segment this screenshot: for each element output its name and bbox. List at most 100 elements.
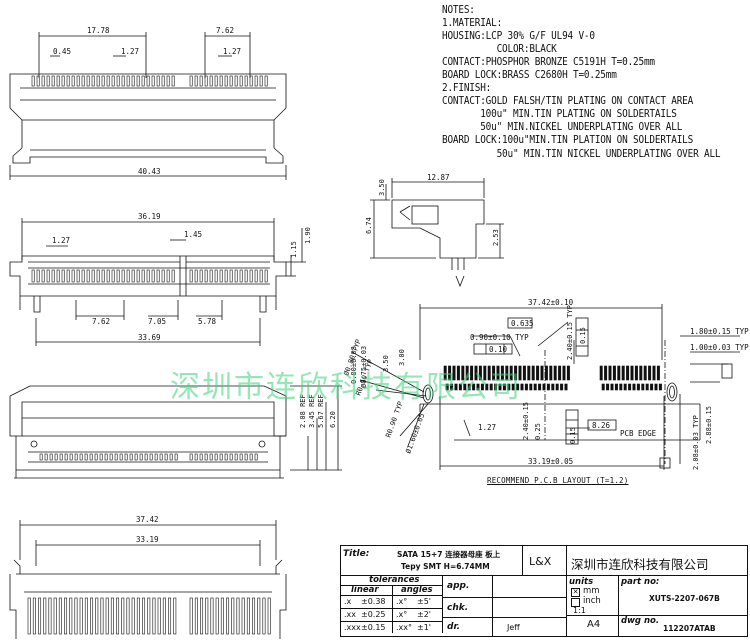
pcb-pad-small xyxy=(480,383,484,391)
pcb-pad xyxy=(558,365,562,381)
pcb-pad xyxy=(487,365,491,381)
bottom-contact xyxy=(116,597,120,635)
dim-5-67-ref: 5.67 REF xyxy=(317,394,325,428)
pcb-pad-small xyxy=(654,383,658,391)
top-contact xyxy=(46,75,50,87)
bottom-contact xyxy=(194,597,198,635)
dim-1-15: 1.15 xyxy=(290,241,298,258)
top-contact xyxy=(136,75,140,87)
pcb-edge-label: PCB EDGE xyxy=(620,429,657,438)
top-contact xyxy=(224,75,228,87)
side-contact xyxy=(94,453,98,461)
bottom-contact xyxy=(90,597,94,635)
dim-1-90: 1.90 xyxy=(304,227,312,244)
title-label: Title: xyxy=(343,549,370,559)
unit-inch-label: inch xyxy=(583,596,601,606)
front-contact xyxy=(161,269,165,283)
dim-36-19: 36.19 xyxy=(138,212,161,221)
dim-r0-90: R0.90 TYP xyxy=(384,400,404,438)
pcb-pad-small xyxy=(538,383,542,391)
top-contact xyxy=(31,75,35,87)
top-contact xyxy=(249,75,253,87)
side-contact xyxy=(219,453,223,461)
top-contact xyxy=(156,75,160,87)
top-contact xyxy=(239,75,243,87)
drawing-number: 112207ATAB xyxy=(663,624,716,633)
dim-40-43: 40.43 xyxy=(138,167,161,176)
front-contact xyxy=(219,269,223,283)
pcb-pad xyxy=(522,365,526,381)
front-contact xyxy=(224,269,228,283)
top-contact xyxy=(194,75,198,87)
dim-33-19: 33.19 xyxy=(136,535,159,544)
dim-0-10: 0.10 xyxy=(489,345,508,354)
dim-1-27-b: 1.27 xyxy=(223,47,241,56)
front-contact xyxy=(171,269,175,283)
pcb-pad xyxy=(617,365,621,381)
side-contact xyxy=(99,453,103,461)
top-contact xyxy=(141,75,145,87)
tol-angle-row: .xx° ±1' xyxy=(393,622,443,633)
note-line: CONTACT:GOLD FALSH/TIN PLATING ON CONTAC… xyxy=(442,96,694,108)
bottom-contact xyxy=(267,597,271,635)
front-contact xyxy=(189,269,193,283)
front-contact xyxy=(71,269,75,283)
front-contact xyxy=(204,269,208,283)
bottom-contact xyxy=(152,597,156,635)
top-contact xyxy=(254,75,258,87)
front-contact xyxy=(141,269,145,283)
title-line-2: Tepy SMT H=6.74MM xyxy=(401,562,490,571)
dim-5-78: 5.78 xyxy=(198,317,217,326)
side-contact xyxy=(174,453,178,461)
front-contact xyxy=(131,269,135,283)
pcb-pad xyxy=(496,365,500,381)
side-contact xyxy=(59,453,63,461)
part-no-cell: part no: XUTS-2207-067B xyxy=(619,576,747,616)
note-line: 100u" MIN.TIN PLATING ON SOLDERTAILS xyxy=(442,109,677,121)
bottom-contact xyxy=(95,597,99,635)
pcb-pad xyxy=(630,365,634,381)
dim-1-27-front: 1.27 xyxy=(52,236,70,245)
pcb-pad xyxy=(509,365,513,381)
top-contact xyxy=(96,75,100,87)
front-contact xyxy=(86,269,90,283)
chk-cell: chk. xyxy=(443,598,493,618)
dim-0-45: 0.45 xyxy=(53,47,71,56)
notes-block: NOTES:1.MATERIAL:HOUSING:LCP 30% G/F UL9… xyxy=(442,4,721,161)
side-contact xyxy=(124,453,128,461)
top-contact xyxy=(51,75,55,87)
side-contact xyxy=(69,453,73,461)
bottom-contact xyxy=(27,597,31,635)
top-contact xyxy=(126,75,130,87)
note-line: 50u" MIN.TIN NICKEL UNDERPLATING OVER AL… xyxy=(442,148,721,160)
note-line: BOARD LOCK:100u"MIN.TIN PLATION ON SOLDE… xyxy=(442,135,694,147)
pcb-pad xyxy=(553,365,557,381)
pcb-pad-small xyxy=(467,383,471,391)
front-contact xyxy=(209,269,213,283)
top-contact xyxy=(166,75,170,87)
profile-view xyxy=(370,178,504,270)
pcb-pad xyxy=(612,365,616,381)
side-contact xyxy=(89,453,93,461)
unit-mm-checkbox: ✕ xyxy=(571,588,580,597)
dim-3-00: 3.00 xyxy=(398,349,406,366)
bottom-contact xyxy=(173,597,177,635)
front-contact xyxy=(234,269,238,283)
front-contact xyxy=(31,269,35,283)
bottom-contact xyxy=(157,597,161,635)
note-line: HOUSING:LCP 30% G/F UL94 V-0 xyxy=(442,31,595,43)
dim-1-27-pcb: 1.27 xyxy=(478,423,496,432)
pcb-pad-small xyxy=(529,383,533,391)
side-contact xyxy=(114,453,118,461)
front-contact xyxy=(239,269,243,283)
front-contact xyxy=(136,269,140,283)
pcb-pad-small xyxy=(551,383,555,391)
top-contact xyxy=(209,75,213,87)
pcb-pad-small xyxy=(489,383,493,391)
dim-2-08: 2.08±0.03 TYP xyxy=(692,415,700,470)
pcb-pad xyxy=(608,365,612,381)
bottom-contact xyxy=(147,597,151,635)
pcb-pad-small xyxy=(454,383,458,391)
side-contact xyxy=(154,453,158,461)
pcb-pad-small xyxy=(610,383,614,391)
